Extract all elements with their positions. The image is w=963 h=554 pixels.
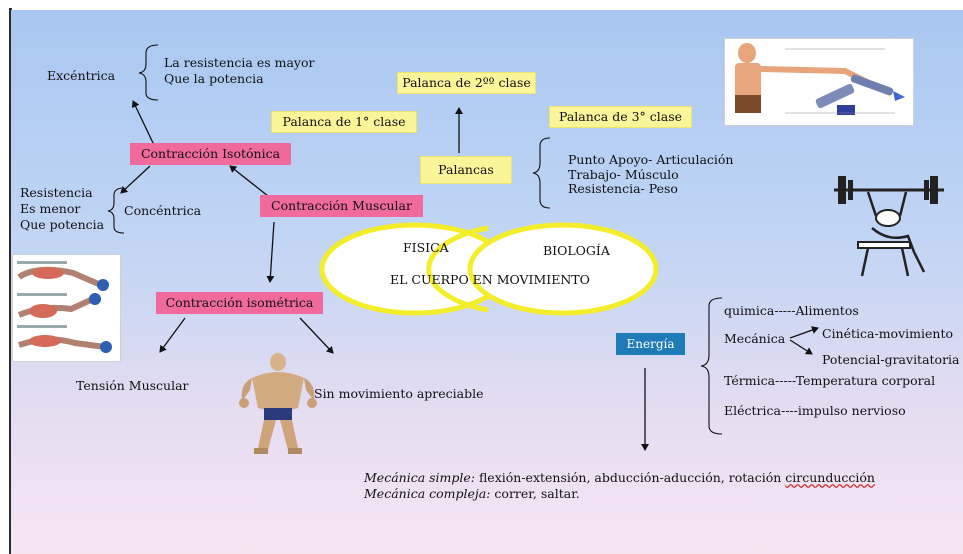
quimica-text: quimica-----Alimentos (724, 303, 859, 318)
trabajo-text: Trabajo- Músculo (568, 167, 679, 182)
mecanica-simple-text: flexión-extensión, abducción-aducción, r… (475, 470, 786, 485)
contraccion-muscular-box: Contracción Muscular (260, 195, 423, 217)
biologia-label: BIOLOGÍA (543, 243, 610, 258)
potencial-text: Potencial-gravitatoria (822, 352, 960, 367)
arrow-mecanica-potencial (789, 339, 813, 355)
tension-muscular-label: Tensión Muscular (76, 378, 189, 393)
muscle-contraction-diagram (12, 254, 121, 362)
excentrica-label: Excéntrica (47, 68, 116, 83)
ellipse-biologia (467, 222, 659, 316)
central-title: EL CUERPO EN MOVIMIENTO (390, 272, 590, 287)
mecanica-compleja-line: Mecánica compleja: correr, saltar. (364, 486, 580, 502)
brace-energia (700, 297, 723, 435)
contraccion-isotonica-box: Contracción Isotónica (130, 143, 291, 165)
resistencia-menor-line1: Resistencia (20, 185, 93, 200)
palanca-3-box: Palanca de 3° clase (549, 106, 692, 128)
sin-movimiento-label: Sin movimiento apreciable (314, 386, 484, 401)
arm-robot-diagram (724, 38, 914, 126)
resistencia-menor-line3: Que potencia (20, 217, 105, 232)
resistencia-mayor-line1: La resistencia es mayor (164, 55, 315, 70)
arrow-muscular-to-isotonica (229, 165, 269, 197)
resistencia-mayor-line2: Que la potencia (164, 71, 264, 86)
arrow-muscular-to-isometrica (266, 221, 275, 283)
mecanica-compleja-label: Mecánica compleja: (364, 486, 491, 501)
arm-diagram-1 (17, 261, 109, 291)
palanca-2-box: Palanca de 2ºº clase (397, 72, 536, 94)
bench-press-figure (834, 176, 944, 277)
contraccion-isometrica-box: Contracción isométrica (156, 292, 323, 314)
brace-concentrica (107, 187, 125, 234)
arm-diagram-2 (17, 293, 101, 318)
arrow-mecanica-cinetica (789, 326, 819, 339)
cinetica-text: Cinética-movimiento (822, 326, 953, 341)
left-border-bar (9, 8, 12, 554)
ellipse-overlap-edge (426, 225, 489, 313)
termica-text: Térmica-----Temperatura corporal (724, 373, 936, 388)
palanca-1-box: Palanca de 1° clase (271, 111, 417, 133)
resistencia-peso-text: Resistencia- Peso (568, 181, 678, 196)
palancas-box: Palancas (420, 156, 512, 184)
arm-diagram-3 (17, 325, 112, 353)
fisica-label: FISICA (403, 240, 449, 255)
mecanica-compleja-text: correr, saltar. (490, 486, 580, 501)
arrow-isotonica-to-concentrica (120, 165, 151, 194)
arrow-isometrica-to-sin-movimiento (299, 317, 334, 354)
concentrica-label: Concéntrica (124, 203, 202, 218)
electrica-text: Eléctrica----impulso nervioso (724, 403, 906, 418)
arrow-isotonica-to-excentrica (131, 100, 155, 146)
mecanica-simple-line: Mecánica simple: flexión-extensión, abdu… (364, 470, 875, 486)
mecanica-text: Mecánica (724, 331, 786, 346)
arrow-isometrica-to-tension (159, 317, 186, 353)
mecanica-simple-label: Mecánica simple: (364, 470, 475, 485)
punto-apoyo-text: Punto Apoyo- Articulación (568, 152, 734, 167)
brace-palancas (532, 137, 551, 209)
brace-excentrica (138, 44, 159, 101)
energia-box: Energía (616, 333, 685, 355)
mecanica-simple-last: circunducción (785, 470, 875, 485)
resistencia-menor-line2: Es menor (20, 201, 81, 216)
bodybuilder-figure (239, 353, 317, 454)
